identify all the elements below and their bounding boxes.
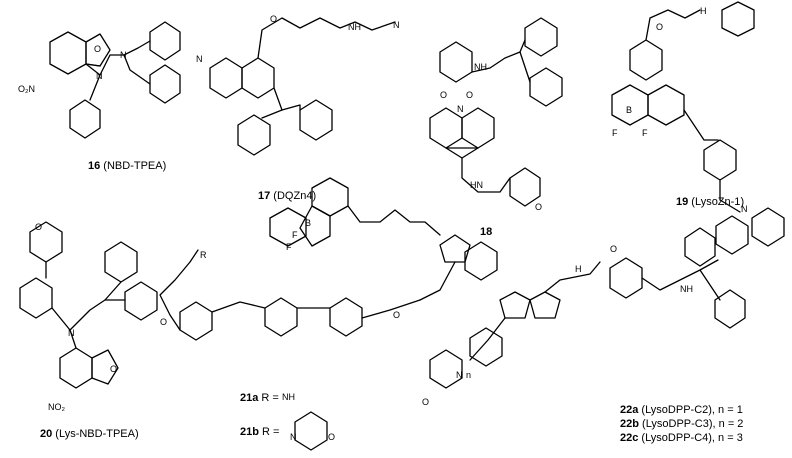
- n-label-20: N: [68, 328, 75, 338]
- o-label-18a: O: [440, 90, 447, 100]
- nh-label-21a: NH: [282, 392, 295, 402]
- n-sub-label-22: n: [466, 370, 471, 380]
- n-label-16b: N: [120, 50, 127, 60]
- caption-17: 17 (DQZn4): [258, 190, 317, 202]
- n-label-22: N: [456, 370, 463, 380]
- no2-label-20: NO₂: [48, 402, 66, 412]
- structure-19: B F F O H N: [611, 1, 785, 255]
- caption-20: 20 (Lys-NBD-TPEA): [40, 428, 139, 440]
- o-label-16: O: [94, 44, 101, 54]
- o-label-21b: O: [393, 310, 400, 320]
- h-label-19: H: [700, 6, 707, 16]
- structure-17: N O NH N: [196, 14, 400, 156]
- o-label-20b: O: [110, 364, 117, 374]
- n-label-21b: N: [290, 432, 297, 442]
- structure-20: N NO₂ O O: [19, 221, 158, 412]
- o-label-22a: O: [610, 244, 617, 254]
- o2n-label: O₂N: [18, 84, 35, 94]
- nh-label-18: NH: [474, 62, 487, 72]
- caption-21a: 21a R =: [240, 392, 279, 404]
- n-label-17b: N: [393, 20, 400, 30]
- hn-label-18: HN: [470, 180, 483, 190]
- caption-21b: 21b R =: [240, 426, 280, 438]
- h-label-22: H: [575, 264, 582, 274]
- b-label-21: B: [305, 218, 311, 228]
- f-label-19b: F: [642, 128, 648, 138]
- caption-18: 18: [480, 226, 493, 238]
- o-label-18b: O: [466, 90, 473, 100]
- o-label-18c: O: [535, 202, 542, 212]
- structure-18: NH O O N HN O: [429, 17, 563, 212]
- o-label-19: O: [656, 22, 663, 32]
- nh-label-22: NH: [680, 284, 693, 294]
- r-label-21: R: [200, 250, 207, 260]
- o-label-20: O: [35, 222, 42, 232]
- n-label-19: N: [741, 204, 748, 214]
- caption-16: 16 (NBD-TPEA): [88, 160, 167, 172]
- n-label-17a: N: [196, 54, 203, 64]
- f-label-19a: F: [612, 128, 618, 138]
- caption-22c: 22c (LysoDPP-C4), n = 3: [620, 432, 743, 444]
- o-label-21c: O: [328, 432, 335, 442]
- caption-19: 19 (LysoZn-1): [676, 196, 745, 208]
- o-label-21a: O: [160, 317, 167, 327]
- structure-22: O H NH n O N: [422, 227, 746, 407]
- o-label-22b: O: [422, 397, 429, 407]
- n-label-16a: N: [96, 71, 103, 81]
- f-label-21a: F: [292, 230, 298, 240]
- structure-16: O₂N N N O: [18, 21, 181, 139]
- nh-label-17: NH: [348, 22, 361, 32]
- n-label-18: N: [457, 104, 464, 114]
- o-label-17: O: [270, 14, 277, 24]
- structure-21: B F F R O O NH N O: [159, 177, 471, 451]
- f-label-21b: F: [286, 242, 292, 252]
- caption-22a: 22a (LysoDPP-C2), n = 1: [620, 404, 743, 416]
- caption-22b: 22b (LysoDPP-C3), n = 2: [620, 418, 744, 430]
- b-label-19: B: [626, 105, 632, 115]
